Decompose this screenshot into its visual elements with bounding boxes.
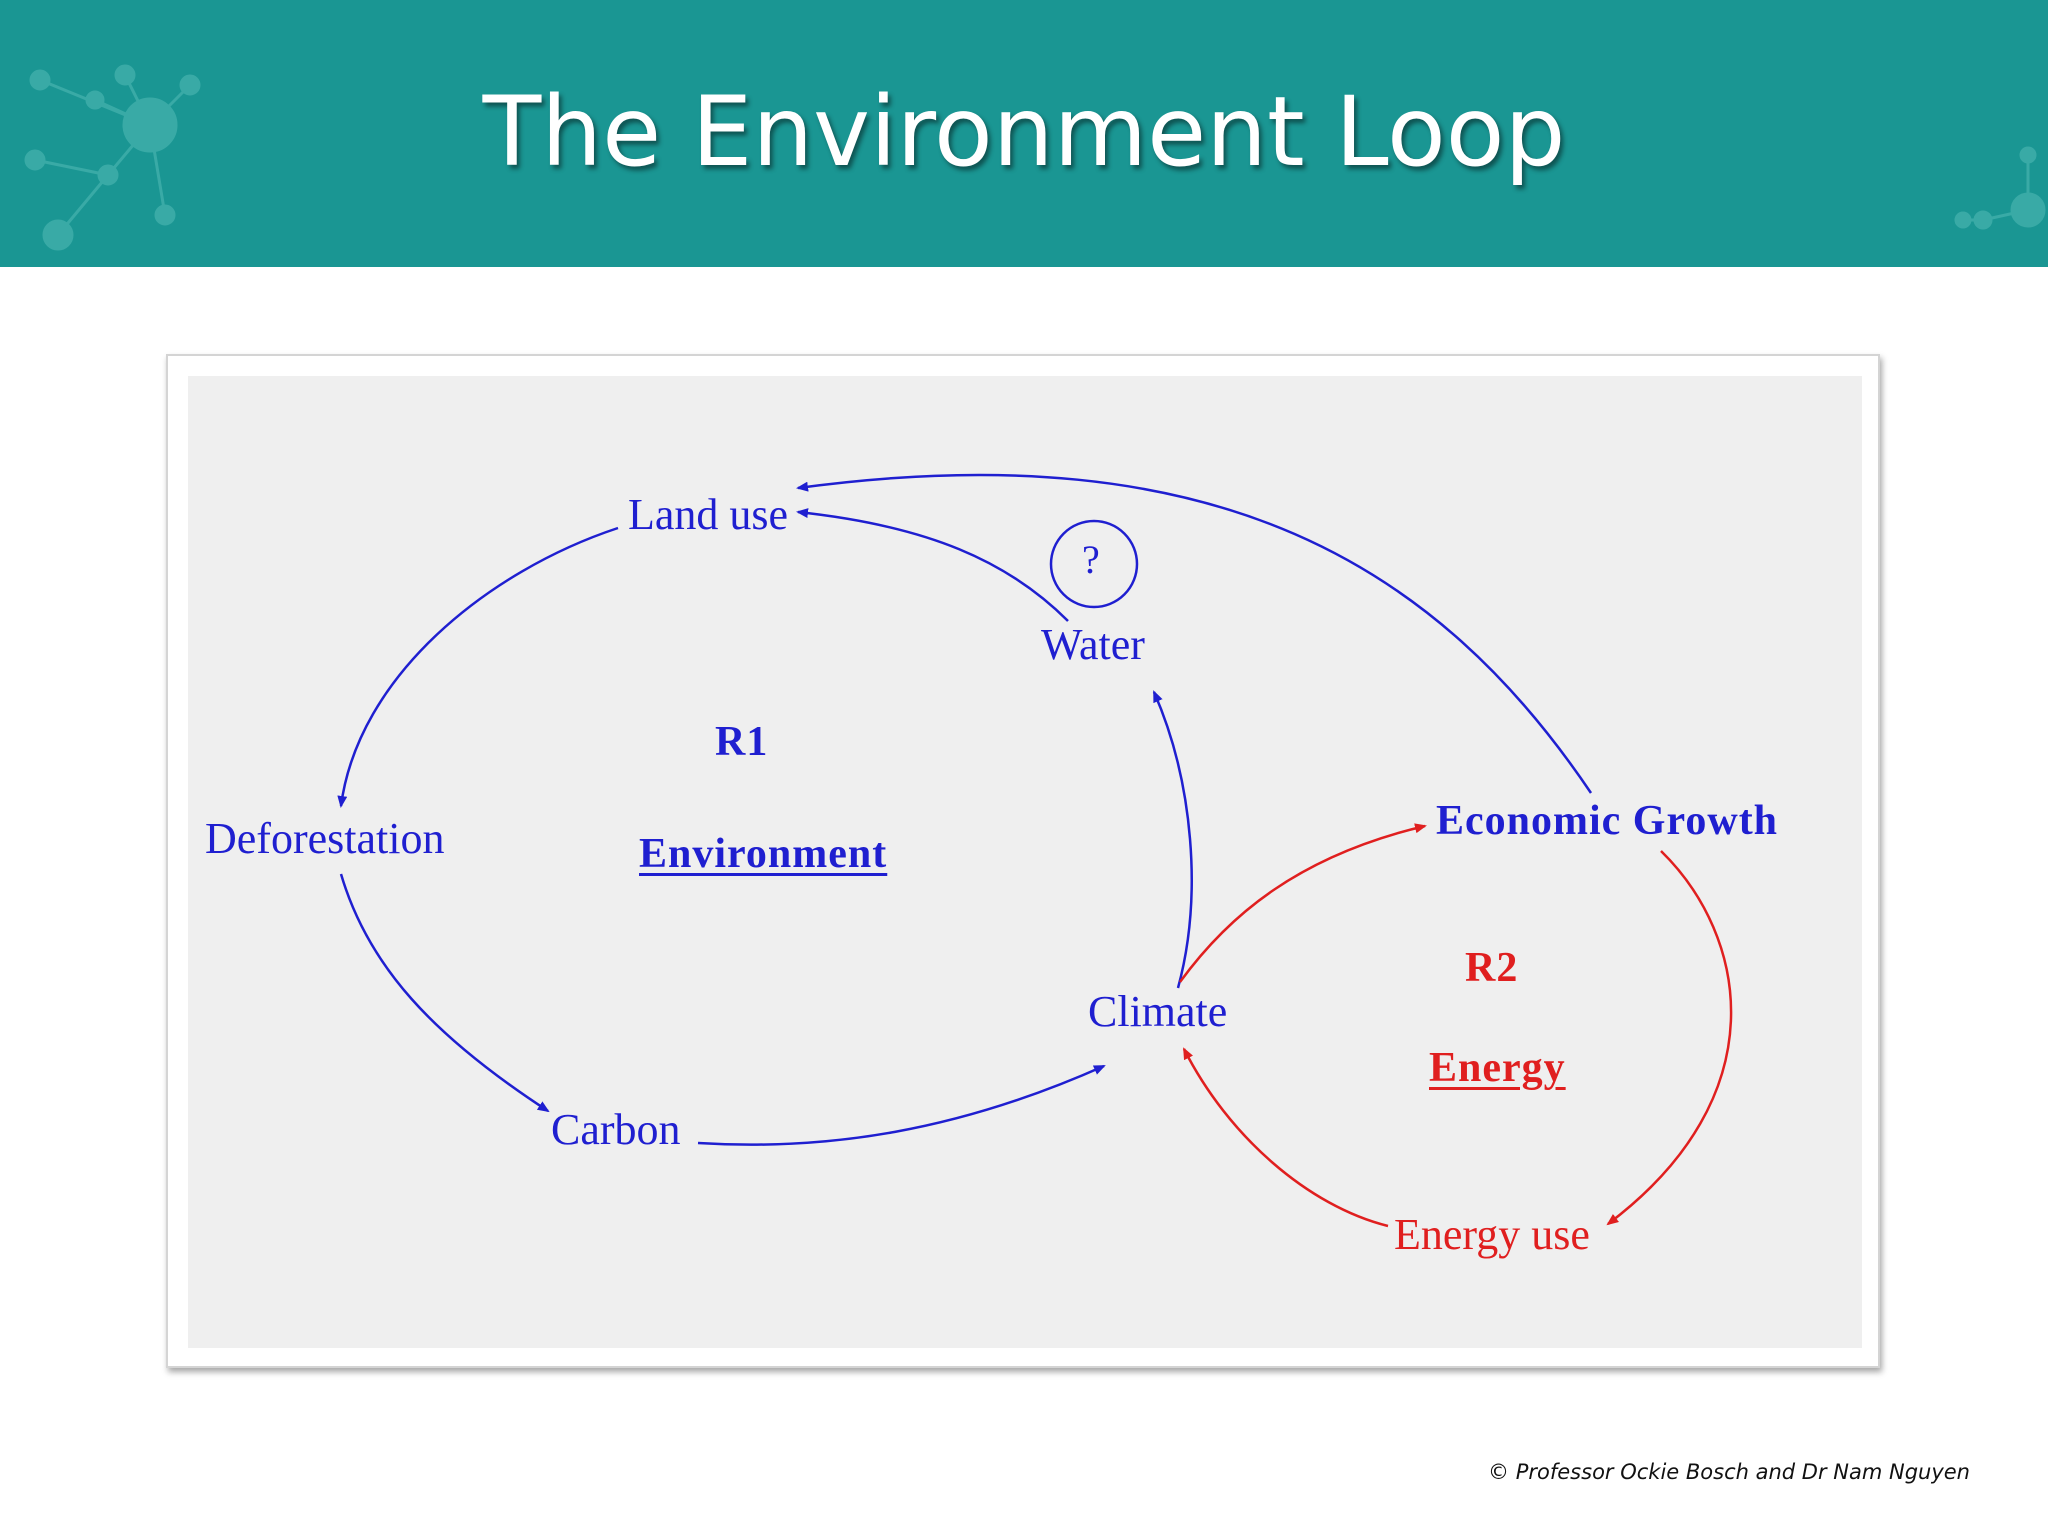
arrow-deforestation-to-carbon: [339, 873, 550, 1113]
node-energy-use: Energy use: [1394, 1210, 1590, 1259]
loop-r1-id: R1: [715, 719, 769, 765]
arrow-carbon-to-climate: [697, 1064, 1106, 1146]
arrow-economicgrowth-to-energyuse: [1606, 850, 1733, 1226]
arrow-climate-to-economicgrowth: [1178, 823, 1427, 983]
diagram-arrows: [337, 473, 1733, 1228]
loop-r2-id: R2: [1465, 945, 1519, 991]
slide-title: The Environment Loop: [482, 76, 1566, 188]
node-economic-growth: Economic Growth: [1436, 798, 1779, 844]
arrow-economicgrowth-to-landuse: [796, 473, 1593, 794]
arrow-landuse-to-deforestation: [337, 526, 619, 808]
diagram-frame: Land use ? Water Deforestation Carbon Cl…: [166, 354, 1880, 1368]
loop-r1-name: Environment: [639, 831, 888, 877]
loop-r2-name: Energy: [1429, 1045, 1566, 1091]
node-land-use: Land use: [628, 490, 789, 539]
arrow-energyuse-to-climate: [1182, 1047, 1389, 1228]
node-climate: Climate: [1088, 987, 1228, 1036]
arrow-climate-to-water: [1152, 690, 1193, 989]
node-deforestation: Deforestation: [205, 814, 445, 863]
causal-loop-diagram: Land use ? Water Deforestation Carbon Cl…: [188, 376, 1862, 1348]
unknown-marker-label: ?: [1082, 537, 1100, 582]
copyright-notice: © Professor Ockie Bosch and Dr Nam Nguye…: [1488, 1460, 1970, 1484]
arrow-water-to-landuse: [796, 508, 1069, 622]
network-decoration-icon: [24, 64, 201, 251]
unknown-marker-circle: [1049, 519, 1139, 609]
network-decoration-right-icon: [1954, 146, 2046, 230]
header-banner: The Environment Loop: [0, 0, 2048, 267]
node-water: Water: [1041, 620, 1145, 669]
node-carbon: Carbon: [551, 1105, 681, 1154]
